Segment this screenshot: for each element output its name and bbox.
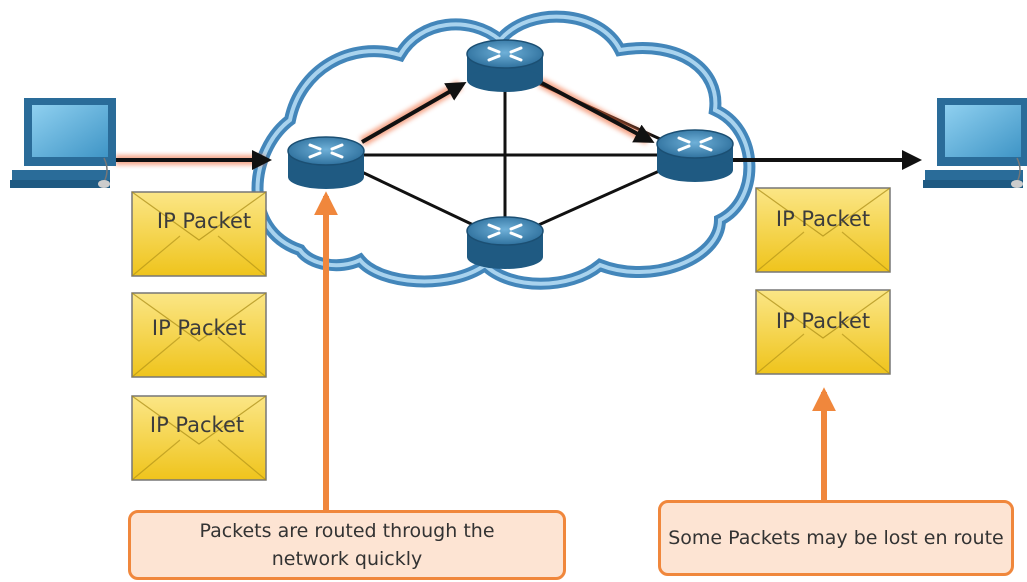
packet-label: IP Packet [157, 209, 251, 233]
destination-computer-icon [923, 98, 1027, 188]
packet-label: IP Packet [776, 207, 870, 231]
network-cloud [251, 10, 756, 290]
router-icon [466, 39, 544, 92]
packet-envelope-right-1: IP Packet [755, 187, 891, 273]
packet-label: IP Packet [150, 413, 244, 437]
callout-left: Packets are routed through the network q… [128, 510, 566, 580]
route-arrow-1 [361, 82, 467, 144]
packet-envelope-left-1: IP Packet [131, 191, 267, 277]
packet-label: IP Packet [152, 316, 246, 340]
callout-right-text: Some Packets may be lost en route [668, 527, 1004, 549]
router-icon [287, 136, 365, 189]
route-arrow-2 [539, 80, 655, 143]
packet-envelope-left-2: IP Packet [131, 292, 267, 378]
packet-label: IP Packet [776, 309, 870, 333]
callout-left-text: Packets are routed through the network q… [199, 520, 495, 570]
source-computer-icon [10, 98, 116, 188]
packet-envelope-left-3: IP Packet [131, 395, 267, 481]
callout-right: Some Packets may be lost en route [658, 500, 1014, 576]
router-icon [656, 129, 734, 182]
packet-route [115, 77, 922, 170]
router-icon [466, 216, 544, 269]
packet-envelope-right-2: IP Packet [755, 289, 891, 375]
